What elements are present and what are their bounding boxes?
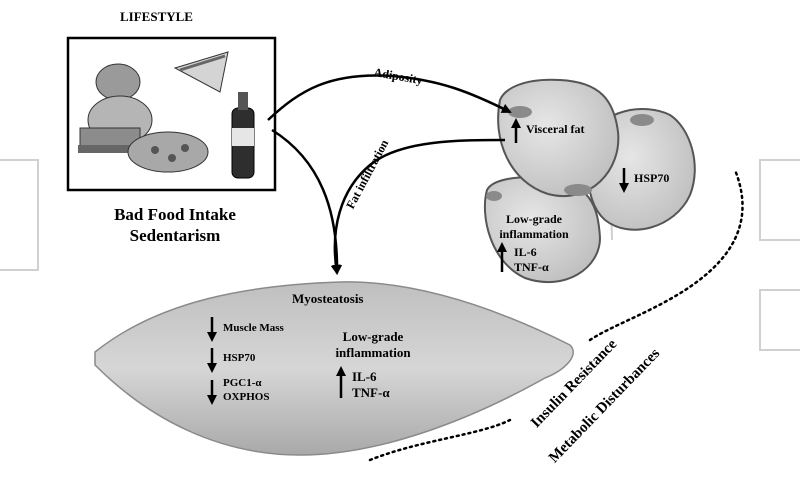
muscle-oxphos-label: OXPHOS	[223, 391, 270, 403]
up-arrow-icon	[497, 242, 507, 272]
dotted-curve-upper	[588, 168, 744, 342]
muscle-low-grade-line-2: inflammation	[335, 345, 411, 360]
visceral-fat-label: Visceral fat	[526, 122, 585, 136]
adipose-hsp70-label: HSP70	[634, 171, 670, 185]
adipose-low-grade-line-1: Low-grade	[506, 212, 562, 226]
muscle-hsp70-label: HSP70	[223, 352, 256, 364]
muscle-tnf-label: TNF-α	[352, 385, 390, 400]
indicator-arrows	[207, 118, 629, 405]
muscle-shape	[94, 281, 574, 456]
adipose-low-grade-line-2: inflammation	[499, 227, 569, 241]
lifestyle-title: LIFESTYLE	[120, 9, 193, 24]
down-arrow-icon	[207, 348, 217, 373]
adiposity-arrow	[267, 74, 512, 121]
adipose-cells	[483, 78, 696, 284]
lifestyle-line-1: Bad Food Intake	[114, 205, 236, 224]
up-arrow-icon	[336, 366, 346, 398]
down-arrow-icon	[207, 380, 217, 405]
dotted-curve-lower	[368, 418, 512, 462]
lifestyle-to-muscle-arrow	[271, 128, 343, 275]
muscle-il6-label: IL-6	[352, 369, 377, 384]
myosteatosis-label: Myosteatosis	[292, 291, 364, 306]
muscle-pgc1-label: PGC1-α	[223, 377, 262, 389]
fat-infiltration-arrow	[330, 138, 506, 275]
down-arrow-icon	[619, 168, 629, 193]
down-arrow-icon	[207, 317, 217, 342]
lifestyle-illustration	[66, 36, 277, 192]
adipose-tnf-label: TNF-α	[514, 260, 549, 274]
adipose-il6-label: IL-6	[514, 245, 537, 259]
up-arrow-icon	[511, 118, 521, 143]
muscle-mass-label: Muscle Mass	[223, 322, 284, 334]
muscle-low-grade-line-1: Low-grade	[342, 329, 404, 344]
lifestyle-line-2: Sedentarism	[129, 226, 221, 245]
